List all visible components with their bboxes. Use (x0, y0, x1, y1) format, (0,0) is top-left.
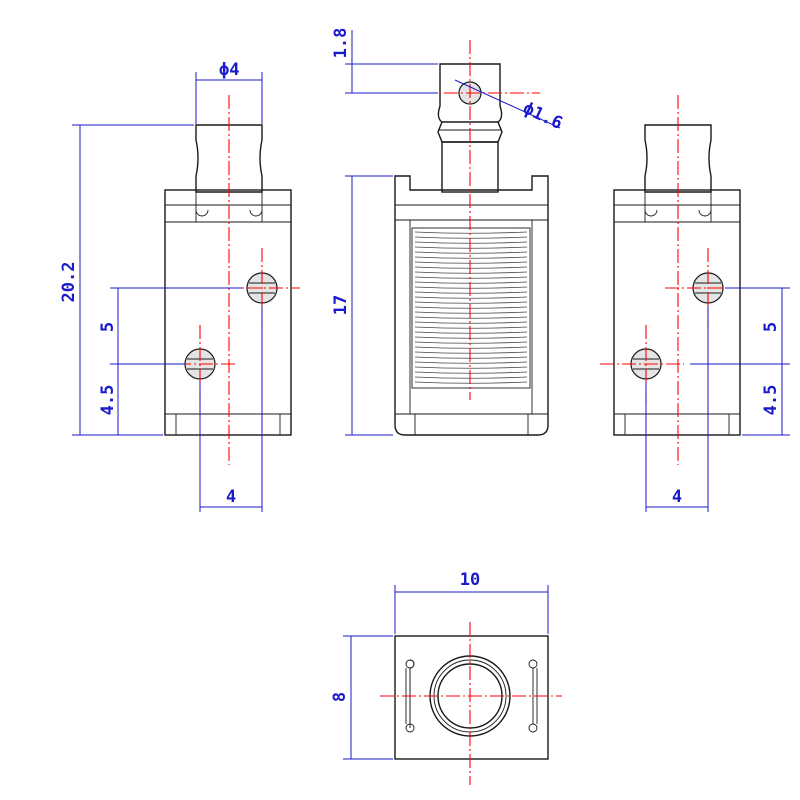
coil-winding (414, 331, 528, 334)
coil-winding (414, 266, 528, 269)
bottom-body (394, 635, 549, 760)
coil-winding (414, 281, 528, 284)
coil-winding (414, 286, 528, 289)
front-coil (411, 227, 531, 389)
coil-winding (414, 366, 528, 369)
coil-winding (414, 351, 528, 354)
right-lower-hole-height-label: 4.5 (761, 385, 781, 416)
left-bottom-width-label: 4 (226, 487, 236, 507)
front-coil-windings (414, 231, 528, 384)
front-view (394, 40, 549, 436)
coil-winding (414, 256, 528, 259)
left-plunger-diameter-label: ϕ4 (219, 60, 239, 80)
front-pin-hole-diameter-label: ϕ1.6 (520, 98, 566, 133)
coil-winding (414, 341, 528, 344)
coil-winding (414, 346, 528, 349)
left-body (164, 189, 292, 436)
front-top-offset-label: 1.8 (331, 28, 351, 59)
right-dimensions: 5 4.5 4 (645, 287, 790, 512)
coil-winding (414, 241, 528, 244)
right-body (613, 189, 741, 436)
coil-winding (414, 381, 528, 384)
coil-winding (414, 236, 528, 239)
front-frame (394, 175, 549, 436)
coil-winding (414, 246, 528, 249)
left-upper-hole-gap-label: 5 (98, 322, 118, 332)
left-total-height-label: 20.2 (59, 262, 79, 303)
coil-winding (414, 326, 528, 329)
coil-winding (414, 271, 528, 274)
coil-winding (414, 311, 528, 314)
coil-winding (414, 251, 528, 254)
coil-winding (414, 301, 528, 304)
right-bottom-width-label: 4 (672, 487, 682, 507)
coil-winding (414, 316, 528, 319)
coil-winding (414, 231, 528, 234)
left-lower-hole-height-label: 4.5 (98, 385, 118, 416)
coil-winding (414, 361, 528, 364)
coil-winding (414, 356, 528, 359)
coil-winding (414, 376, 528, 379)
left-side-view (155, 95, 300, 465)
front-body-height-label: 17 (331, 295, 351, 315)
coil-winding (414, 261, 528, 264)
bottom-width-label: 10 (460, 570, 480, 590)
coil-winding (414, 371, 528, 374)
bottom-view (380, 622, 562, 785)
coil-winding (414, 276, 528, 279)
coil-winding (414, 296, 528, 299)
left-dimensions: ϕ4 20.2 5 4.5 4 (59, 60, 263, 512)
coil-winding (414, 291, 528, 294)
right-side-view (600, 95, 745, 465)
coil-winding (414, 306, 528, 309)
coil-winding (414, 321, 528, 324)
right-upper-hole-gap-label: 5 (761, 322, 781, 332)
coil-winding (414, 336, 528, 339)
bottom-dimensions: 10 8 (330, 570, 549, 760)
bottom-depth-label: 8 (330, 692, 350, 702)
